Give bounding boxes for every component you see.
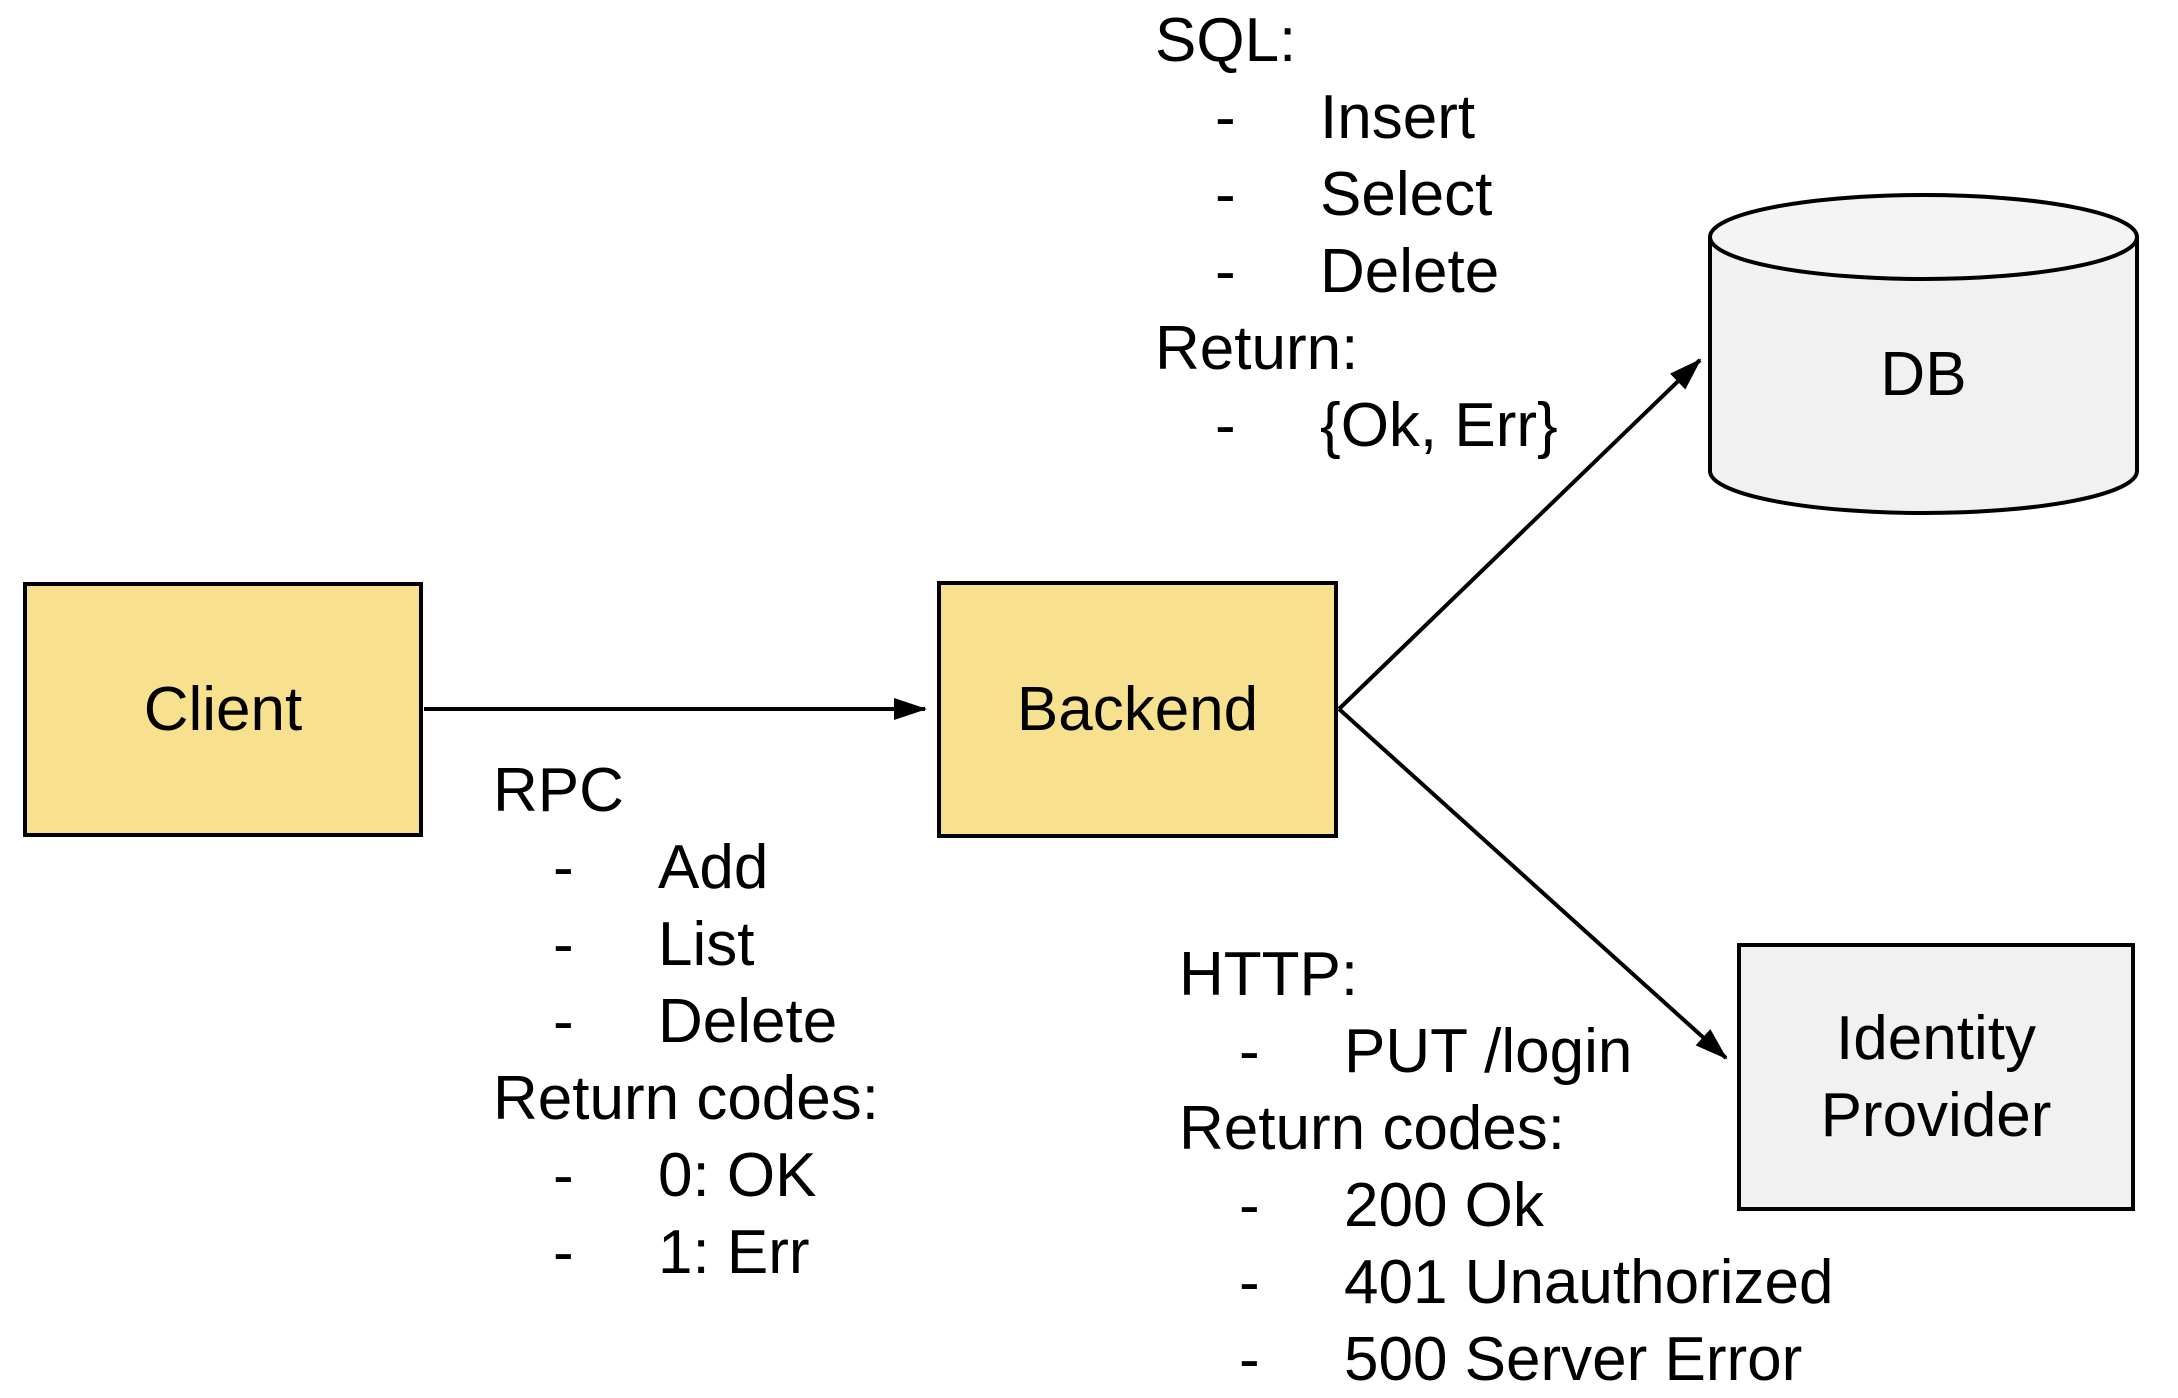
http-return-item-label: 500 Server Error [1344, 1325, 1803, 1394]
backend-to-identity-provider-arrow [1337, 707, 1728, 1060]
rpc-item-label: Delete [658, 987, 838, 1056]
http-item: - PUT /login [1179, 1013, 1833, 1090]
db-cylinder [1708, 193, 2139, 515]
sql-return-header: Return: [1155, 314, 1359, 383]
identity-provider-node-label: Identity Provider [1820, 1004, 2052, 1150]
bullet-dash: - [553, 987, 574, 1056]
http-return-item: - 401 Unauthorized [1179, 1244, 1833, 1321]
bullet-dash: - [553, 910, 574, 979]
client-node-label: Client [143, 675, 303, 744]
http-return-item: - 500 Server Error [1179, 1321, 1833, 1398]
sql-item-label: Select [1320, 160, 1493, 229]
sql-item-label: Delete [1320, 237, 1500, 306]
sql-item: - Insert [1155, 79, 1558, 156]
backend-to-db-arrow [1337, 358, 1702, 711]
sql-item: - Delete [1155, 233, 1558, 310]
sql-header: SQL: [1155, 6, 1297, 75]
sql-annotation: SQL: - Insert - Select - Delete Return: … [1155, 2, 1558, 464]
rpc-item: - Delete [493, 983, 879, 1060]
rpc-return-header: Return codes: [493, 1064, 879, 1133]
http-return-header: Return codes: [1179, 1094, 1565, 1163]
rpc-return-item: - 0: OK [493, 1137, 879, 1214]
http-return-item-label: 200 Ok [1344, 1171, 1544, 1240]
rpc-item: - List [493, 906, 879, 983]
backend-node: Backend [937, 581, 1338, 838]
bullet-dash: - [1215, 391, 1236, 460]
bullet-dash: - [553, 833, 574, 902]
client-node: Client [23, 582, 423, 837]
rpc-return-item-label: 1: Err [658, 1218, 810, 1287]
rpc-item: - Add [493, 829, 879, 906]
bullet-dash: - [553, 1218, 574, 1287]
bullet-dash: - [1239, 1325, 1260, 1394]
http-annotation: HTTP: - PUT /login Return codes: - 200 O… [1179, 936, 1833, 1398]
rpc-return-item: - 1: Err [493, 1214, 879, 1291]
sql-return-item-label: {Ok, Err} [1320, 391, 1558, 460]
rpc-return-item-label: 0: OK [658, 1141, 817, 1210]
rpc-item-label: List [658, 910, 755, 979]
http-item-label: PUT /login [1344, 1017, 1633, 1086]
db-node-label: DB [1880, 340, 1967, 409]
http-return-item-label: 401 Unauthorized [1344, 1248, 1834, 1317]
bullet-dash: - [1239, 1171, 1260, 1240]
bullet-dash: - [1215, 237, 1236, 306]
sql-item-label: Insert [1320, 83, 1476, 152]
rpc-annotation: RPC - Add - List - Delete Return codes: … [493, 752, 879, 1291]
http-return-item: - 200 Ok [1179, 1167, 1833, 1244]
sql-return-item: - {Ok, Err} [1155, 387, 1558, 464]
bullet-dash: - [1215, 83, 1236, 152]
backend-node-label: Backend [1016, 675, 1259, 744]
rpc-item-label: Add [658, 833, 769, 902]
sql-item: - Select [1155, 156, 1558, 233]
bullet-dash: - [1215, 160, 1236, 229]
identity-provider-node: Identity Provider [1737, 943, 2135, 1211]
bullet-dash: - [553, 1141, 574, 1210]
http-header: HTTP: [1179, 940, 1359, 1009]
rpc-header: RPC [493, 756, 624, 825]
bullet-dash: - [1239, 1017, 1260, 1086]
bullet-dash: - [1239, 1248, 1260, 1317]
